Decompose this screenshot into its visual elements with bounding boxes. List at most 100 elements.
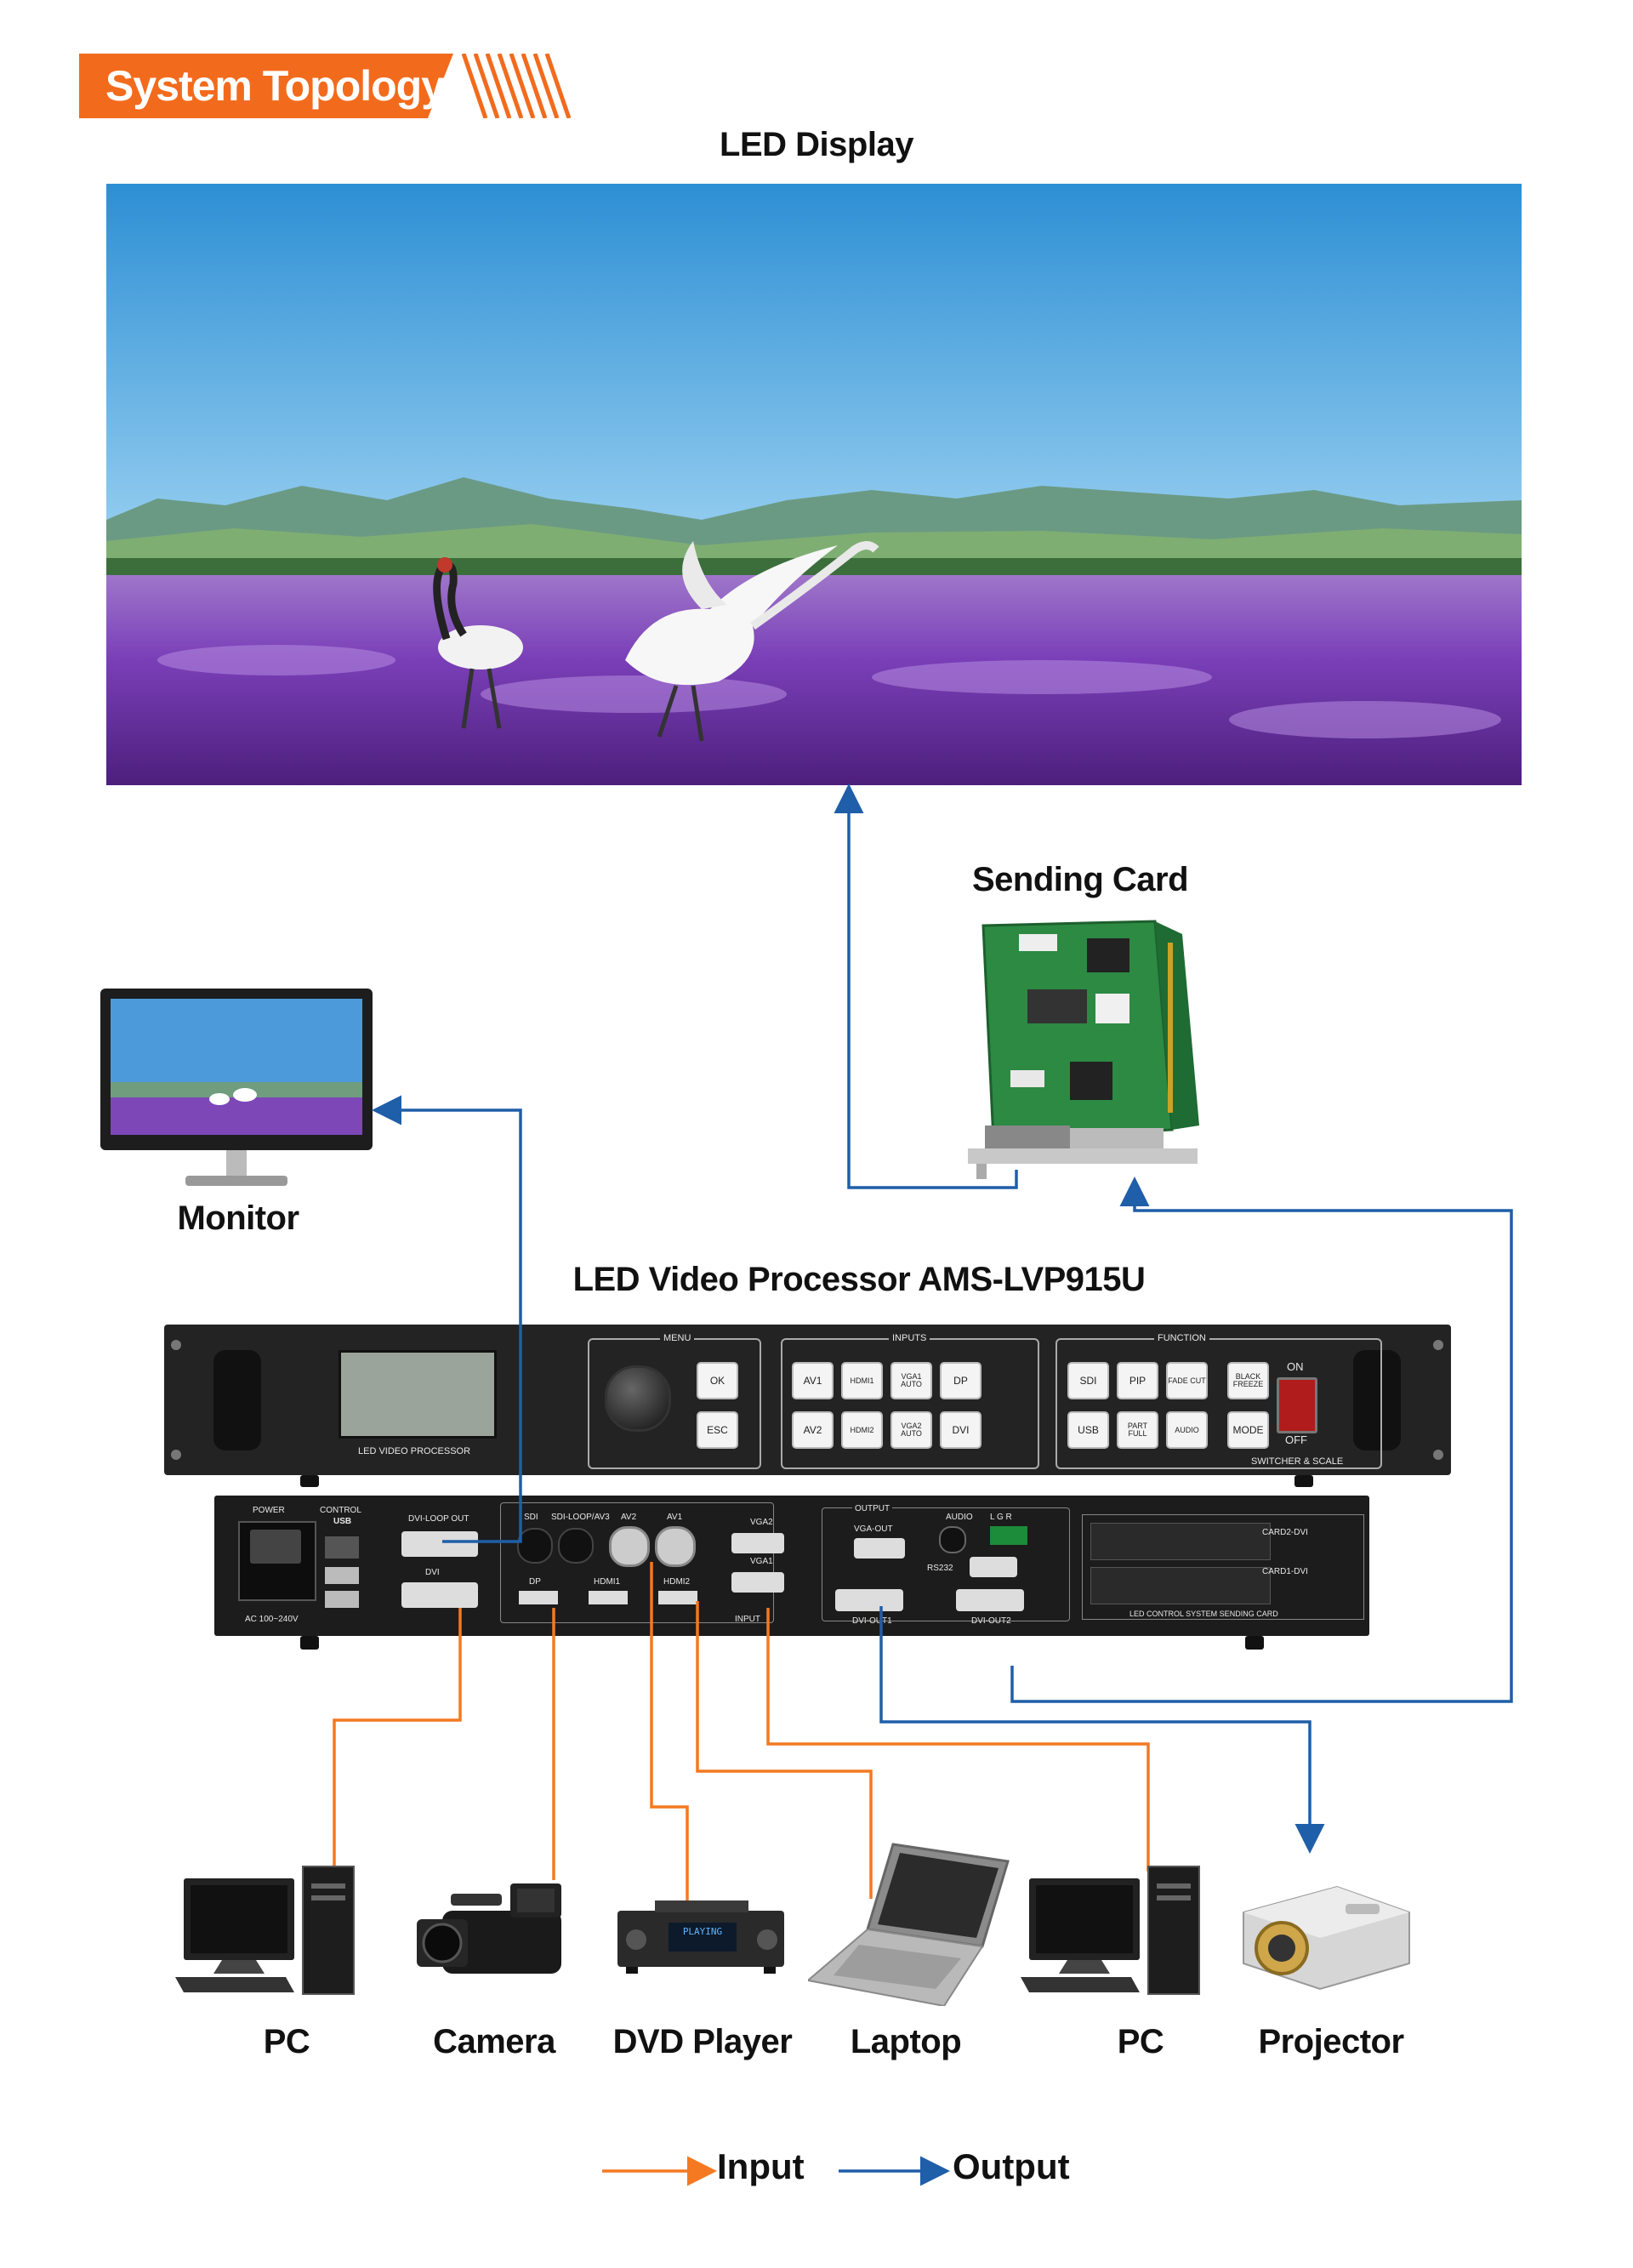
device-label-laptop: Laptop xyxy=(850,2023,962,2060)
device-label-pc-2: PC xyxy=(1117,2023,1164,2060)
power-on-label: ON xyxy=(1287,1360,1304,1373)
audio-label: AUDIO xyxy=(946,1513,973,1522)
audio-terminal[interactable] xyxy=(990,1526,1027,1545)
function-black-freeze-button[interactable]: BLACK FREEZE xyxy=(1227,1362,1269,1399)
hdmi1-port[interactable] xyxy=(589,1591,628,1604)
power-label: POWER xyxy=(253,1506,285,1515)
projector-image xyxy=(1243,1885,1410,1991)
function-fade-cut-button[interactable]: FADE CUT xyxy=(1166,1362,1208,1399)
menu-section-label: MENU xyxy=(660,1333,695,1343)
dvd-screen-text: PLAYING xyxy=(682,1926,723,1937)
input-group xyxy=(500,1502,774,1623)
ac-label: AC 100~240V xyxy=(245,1615,299,1624)
card1-label: CARD1-DVI xyxy=(1262,1567,1308,1576)
function-section-label: FUNCTION xyxy=(1154,1333,1209,1343)
input-dp-button[interactable]: DP xyxy=(940,1362,982,1399)
hdmi2-label: HDMI2 xyxy=(663,1577,691,1587)
esc-button[interactable]: ESC xyxy=(697,1411,738,1449)
function-pip-button[interactable]: PIP xyxy=(1117,1362,1158,1399)
sdi-label: SDI xyxy=(524,1513,538,1522)
input-vga2-button[interactable]: VGA2 AUTO xyxy=(890,1411,932,1449)
lgr-label: L G R xyxy=(990,1513,1012,1522)
dvi-loop-out-port[interactable] xyxy=(401,1531,478,1557)
vga-out-label: VGA-OUT xyxy=(854,1524,893,1534)
dp-port[interactable] xyxy=(519,1591,558,1604)
control-label: CONTROL xyxy=(320,1506,361,1515)
front-caption: SWITCHER & SCALE xyxy=(1251,1456,1344,1467)
sdi-port[interactable] xyxy=(517,1528,553,1564)
menu-knob[interactable] xyxy=(605,1365,671,1432)
vga1-port[interactable] xyxy=(731,1572,784,1593)
rs232-label: RS232 xyxy=(927,1564,953,1573)
input-line-pc-1 xyxy=(333,1608,462,1873)
pc-1-image xyxy=(175,1866,355,1995)
vga-out-port[interactable] xyxy=(854,1538,905,1559)
function-section xyxy=(1055,1338,1382,1469)
inputs-section-label: INPUTS xyxy=(889,1333,930,1343)
rear-usb-port-1[interactable] xyxy=(325,1536,359,1559)
function-part-full-button[interactable]: PART FULL xyxy=(1117,1411,1158,1449)
processor-label: LED Video Processor AMS-LVP915U xyxy=(572,1261,1146,1298)
dvi-loop-out-label: DVI-LOOP OUT xyxy=(408,1514,469,1524)
input-group-label: INPUT xyxy=(735,1615,760,1624)
sdi-loop-label: SDI-LOOP/AV3 xyxy=(551,1513,610,1522)
header-banner xyxy=(79,54,572,118)
device-label-dvd-player: DVD Player xyxy=(612,2023,793,2060)
dvi-label: DVI xyxy=(425,1568,440,1577)
function-mode-button[interactable]: MODE xyxy=(1227,1411,1269,1449)
input-hdmi2-button[interactable]: HDMI2 xyxy=(841,1411,883,1449)
input-line-pc-2 xyxy=(766,1608,1150,1872)
camera-image xyxy=(417,1883,561,1974)
legend-output-label: Output xyxy=(953,2146,1070,2186)
laptop-image xyxy=(808,1843,1010,2006)
device-label-pc-1: PC xyxy=(263,2023,310,2060)
monitor-image xyxy=(100,989,373,1186)
rs232-port[interactable] xyxy=(970,1557,1017,1577)
dp-label: DP xyxy=(529,1577,541,1587)
processor-rear-panel: POWER AC 100~240V CONTROL USB DVI-LOOP O… xyxy=(214,1496,1369,1636)
audio-port[interactable] xyxy=(939,1526,966,1553)
sending-card-label: Sending Card xyxy=(971,861,1189,898)
pc-2-image xyxy=(1021,1866,1200,1995)
device-label-camera: Camera xyxy=(433,2023,555,2060)
dvi-out1-port[interactable] xyxy=(835,1589,903,1611)
card1-slot[interactable] xyxy=(1090,1567,1271,1604)
dvd-player-image xyxy=(617,1900,784,1974)
device-label-projector: Projector xyxy=(1258,2023,1404,2060)
input-vga1-button[interactable]: VGA1 AUTO xyxy=(890,1362,932,1399)
lcd-screen xyxy=(339,1350,497,1439)
vga2-label: VGA2 xyxy=(750,1518,773,1527)
lcd-caption: LED VIDEO PROCESSOR xyxy=(358,1446,471,1456)
vga2-port[interactable] xyxy=(731,1533,784,1553)
av1-label: AV1 xyxy=(667,1513,683,1522)
legend-input-label: Input xyxy=(717,2146,805,2186)
dvi-out2-port[interactable] xyxy=(956,1589,1024,1611)
input-av2-button[interactable]: AV2 xyxy=(792,1411,834,1449)
input-av1-button[interactable]: AV1 xyxy=(792,1362,834,1399)
av1-port[interactable] xyxy=(655,1526,696,1567)
sending-card-caption: LED CONTROL SYSTEM SENDING CARD xyxy=(1129,1610,1278,1618)
ok-button[interactable]: OK xyxy=(697,1362,738,1399)
dvi-input-port[interactable] xyxy=(401,1582,478,1608)
function-usb-button[interactable]: USB xyxy=(1067,1411,1109,1449)
power-switch[interactable] xyxy=(1277,1377,1317,1433)
led-display-image xyxy=(106,184,1522,785)
rear-usb-port-3[interactable] xyxy=(325,1591,359,1608)
function-sdi-button[interactable]: SDI xyxy=(1067,1362,1109,1399)
sdi-loop-port[interactable] xyxy=(558,1528,594,1564)
hdmi2-port[interactable] xyxy=(658,1591,697,1604)
input-dvi-button[interactable]: DVI xyxy=(940,1411,982,1449)
card2-slot[interactable] xyxy=(1090,1523,1271,1560)
dvi-out1-label: DVI-OUT1 xyxy=(852,1616,892,1626)
rear-usb-port-2[interactable] xyxy=(325,1567,359,1584)
input-hdmi1-button[interactable]: HDMI1 xyxy=(841,1362,883,1399)
function-audio-button[interactable]: AUDIO xyxy=(1166,1411,1208,1449)
card2-label: CARD2-DVI xyxy=(1262,1528,1308,1537)
av2-port[interactable] xyxy=(609,1526,650,1567)
page-title: System Topology xyxy=(105,62,445,110)
led-display-label: LED Display xyxy=(720,126,913,163)
vga1-label: VGA1 xyxy=(750,1557,773,1566)
sending-card-image xyxy=(968,920,1199,1179)
dvi-out2-label: DVI-OUT2 xyxy=(971,1616,1011,1626)
inputs-section xyxy=(781,1338,1039,1469)
